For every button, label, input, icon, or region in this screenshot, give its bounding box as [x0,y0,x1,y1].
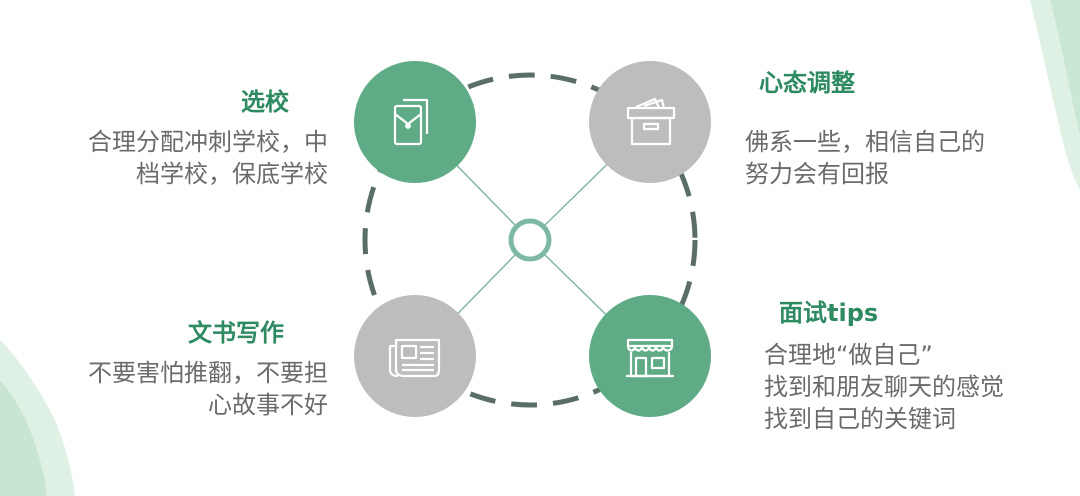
document-envelope-icon [393,98,429,146]
text-line: 合理分配冲刺学校，中 [88,128,328,156]
section-text-top-right: 佛系一些，相信自己的 努力会有回报 [745,126,985,190]
section-title-top-right: 心态调整 [759,69,855,97]
section-text-bottom-left: 不要害怕推翻，不要担 心故事不好 [88,357,328,421]
node-circle-top-left [354,61,476,183]
node-circle-top-right [589,61,711,183]
section-text-top-left: 合理分配冲刺学校，中 档学校，保底学校 [88,126,328,190]
text-line: 心故事不好 [208,391,328,419]
text-line: 佛系一些，相信自己的 [745,128,985,156]
storage-box-icon [626,97,676,146]
text-line: 不要害怕推翻，不要担 [88,359,328,387]
storefront-icon [626,338,674,378]
section-text-bottom-right: 合理地“做自己” 找到和朋友聊天的感觉 找到自己的关键词 [764,339,1004,435]
text-line: 档学校，保底学校 [136,160,328,188]
section-title-top-left: 选校 [241,88,289,116]
text-line: 合理地“做自己” [764,341,933,369]
text-line: 找到自己的关键词 [764,405,956,433]
dashed-ring [362,72,698,408]
text-line: 努力会有回报 [745,160,889,188]
section-title-bottom-left: 文书写作 [188,319,284,347]
node-circle-bottom-right [589,295,711,417]
leaf-decoration-bottom-left [0,340,75,496]
leaf-decoration-top-right [1030,0,1080,190]
section-title-bottom-right: 面试tips [779,299,879,327]
center-ring [508,218,552,262]
text-line: 找到和朋友聊天的感觉 [764,373,1004,401]
newspaper-icon [388,338,441,378]
